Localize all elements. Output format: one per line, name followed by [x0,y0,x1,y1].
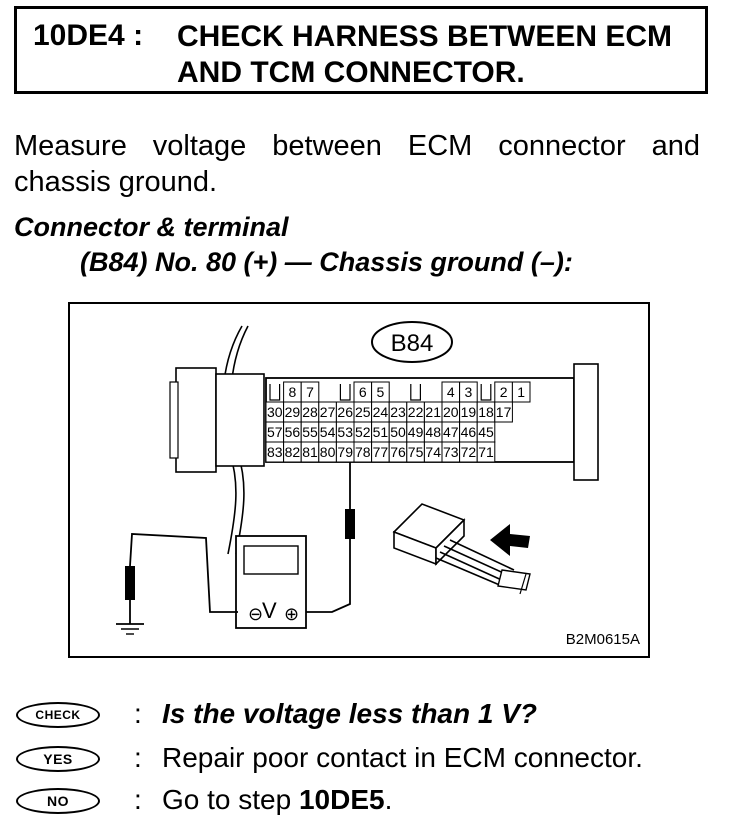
terminal-82: 82 [285,444,301,460]
terminal-26: 26 [337,404,353,420]
terminal-18: 18 [478,404,494,420]
terminal-30: 30 [267,404,283,420]
terminal-5: 5 [377,384,385,400]
terminal-46: 46 [461,424,477,440]
terminal-55: 55 [302,424,318,440]
terminal-27: 27 [320,404,336,420]
check-question: Is the voltage less than 1 V? [162,698,538,729]
step-title-line2: AND TCM CONNECTOR. [177,56,525,89]
yes-colon: : [134,742,142,773]
insert-arrow-icon [490,524,530,556]
terminal-81: 81 [302,444,318,460]
terminal-57: 57 [267,424,283,440]
title-box: 10DE4 : CHECK HARNESS BETWEEN ECM AND TC… [14,6,708,94]
voltmeter: ⊖ V ⊕ [235,535,307,629]
ground-lead [125,533,238,624]
terminal-78: 78 [355,444,371,460]
terminal-25: 25 [355,404,371,420]
no-action-suffix: . [384,784,393,815]
meter-plus-icon: ⊕ [284,604,299,624]
no-colon: : [134,784,142,815]
terminal-19: 19 [461,404,477,420]
terminal-72: 72 [461,444,477,460]
terminal-77: 77 [373,444,389,460]
connector-detail: (B84) No. 80 (+) — Chassis ground (–): [80,247,573,277]
terminal-4: 4 [447,384,455,400]
terminal-76: 76 [390,444,406,460]
terminal-7: 7 [306,384,314,400]
meter-v-label: V [262,598,277,623]
terminal-1-cell [511,381,531,403]
no-action-prefix: Go to step [162,784,299,815]
keying-slot [339,384,351,401]
terminal-80: 80 [320,444,336,460]
step-title: CHECK HARNESS BETWEEN ECM AND TCM CONNEC… [177,19,697,91]
terminal-50: 50 [390,424,406,440]
check-badge: CHECK [16,702,100,728]
check-colon: : [134,698,142,729]
terminal-45: 45 [478,424,494,440]
terminal-75: 75 [408,444,424,460]
terminal-48: 48 [425,424,441,440]
terminal-1: 1 [517,384,525,400]
yes-badge: YES [16,746,100,772]
terminal-79: 79 [337,444,353,460]
terminal-22: 22 [408,404,424,420]
figure-code: B2M0615A [566,631,640,648]
terminal-74: 74 [425,444,441,460]
terminal-20: 20 [443,404,459,420]
terminal-24: 24 [373,404,389,420]
yes-action: Repair poor contact in ECM connector. [162,742,643,773]
terminal-47: 47 [443,424,459,440]
terminal-56: 56 [285,424,301,440]
terminal-73: 73 [443,444,459,460]
terminal-53: 53 [337,424,353,440]
terminal-28: 28 [302,404,318,420]
no-action: Go to step 10DE5. [162,782,392,818]
no-badge: NO [16,788,100,814]
connector-heading: Connector & terminal [14,212,289,242]
terminal-8: 8 [289,384,297,400]
instruction-text: Measure voltage between ECM connector an… [14,130,700,198]
terminal-83: 83 [267,444,283,460]
ground-icon [116,623,144,635]
terminal-71-cell [476,441,496,463]
connector-label-oval [371,321,453,363]
step-code: 10DE4 : [33,19,144,52]
keying-slot [480,384,492,401]
terminal-17-cell [494,401,513,423]
terminal-17: 17 [496,404,512,420]
next-step-ref: 10DE5 [298,784,385,815]
plug-illustration-icon [392,503,531,595]
terminal-6: 6 [359,384,367,400]
keying-slot [410,384,421,401]
terminal-71: 71 [478,444,494,460]
terminal-52: 52 [355,424,371,440]
connector-label: B84 [391,330,434,357]
positive-probe [306,462,355,613]
terminal-2: 2 [500,384,508,400]
terminal-51: 51 [373,424,389,440]
terminal-54: 54 [320,424,336,440]
terminal-23: 23 [390,404,406,420]
meter-minus-icon: ⊖ [248,604,263,624]
step-title-line1: CHECK HARNESS BETWEEN ECM [177,20,673,53]
terminal-49: 49 [408,424,424,440]
terminal-21: 21 [425,404,441,420]
keying-slot [269,384,281,401]
terminal-3: 3 [465,384,473,400]
terminal-29: 29 [285,404,301,420]
